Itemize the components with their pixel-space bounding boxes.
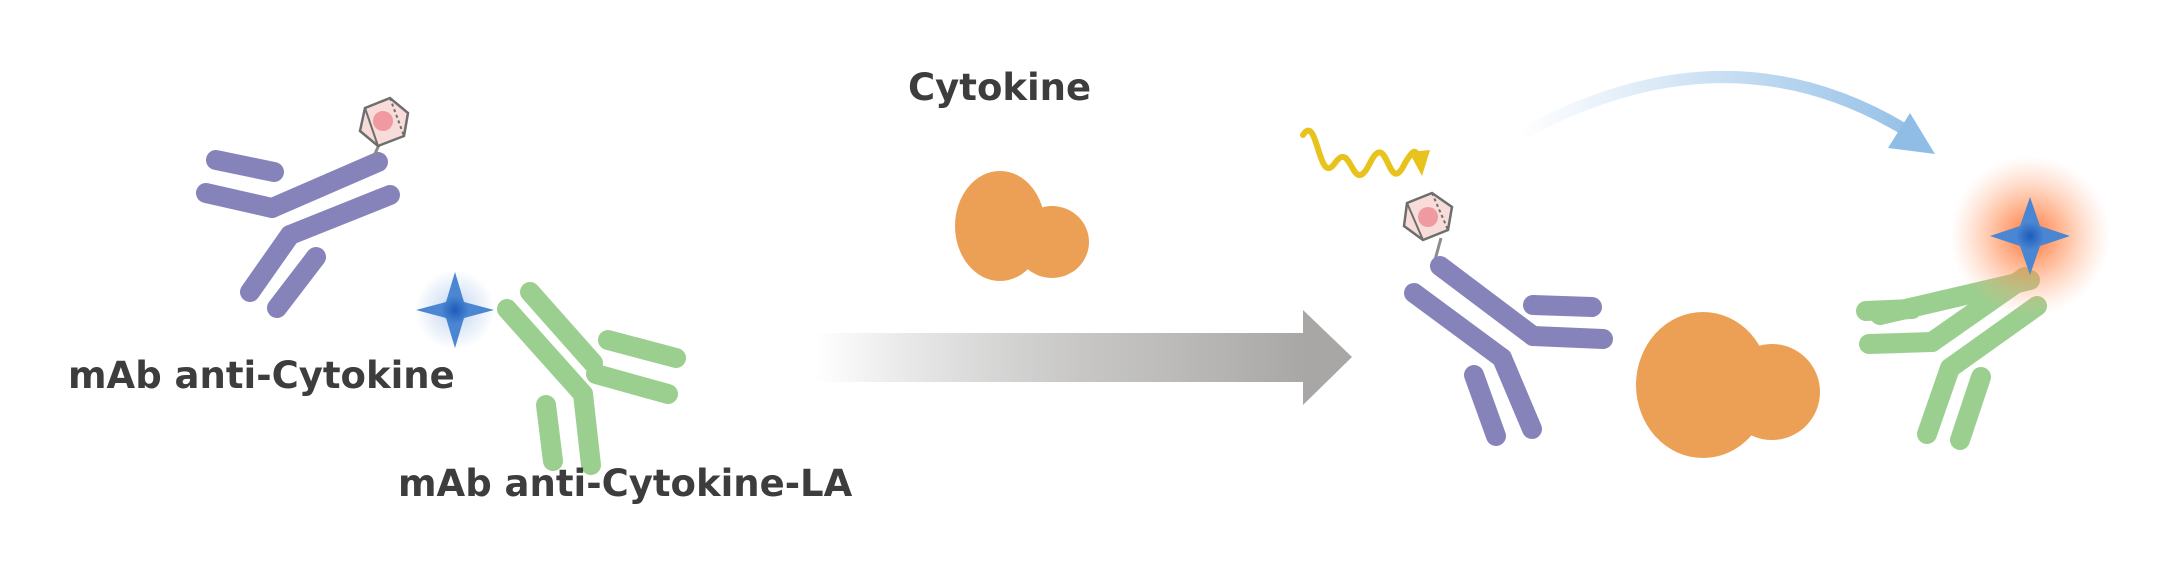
- cytokine-molecule: [955, 171, 1089, 281]
- cytokine-molecule-bound: [1636, 312, 1820, 458]
- light-wave-icon: [1300, 127, 1430, 179]
- curved-arrow-icon: [1516, 71, 1935, 154]
- mab-anti-cytokine-la-label: mAb anti-Cytokine-LA: [398, 462, 853, 505]
- fluorophore-star-icon: [415, 270, 495, 350]
- photocage-hexagon-icon: [358, 96, 410, 148]
- cytokine-label: Cytokine: [908, 66, 1091, 109]
- photocage-linker-right: [1433, 237, 1443, 261]
- mab-anti-cytokine-label: mAb anti-Cytokine: [68, 354, 455, 397]
- gradient-arrow-icon: [815, 310, 1352, 405]
- photocage-hexagon-icon-right: [1402, 191, 1454, 242]
- antibody-anti-cytokine: [196, 150, 400, 318]
- fluorophore-star-icon-glowing: [1950, 156, 2110, 316]
- antibody-anti-cytokine-la: [497, 282, 686, 475]
- antibody-anti-cytokine-bound: [1404, 256, 1613, 446]
